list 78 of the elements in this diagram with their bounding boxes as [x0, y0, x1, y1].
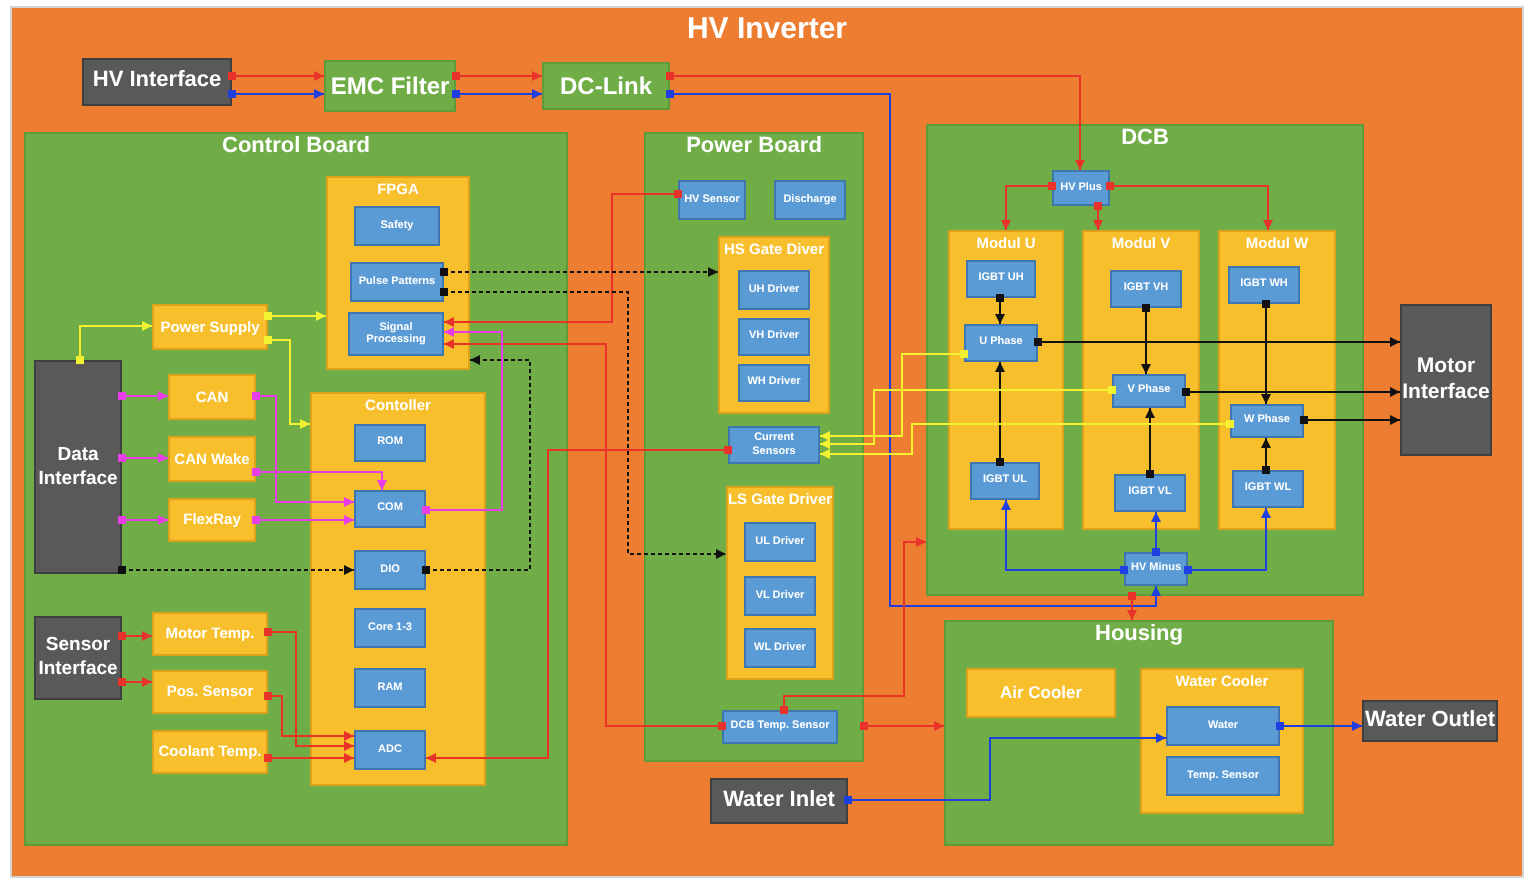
module-panel: [948, 230, 1064, 530]
arrow: [1261, 437, 1271, 474]
arrow: [264, 692, 355, 741]
panel-title: HV Inverter: [686, 14, 848, 44]
arrow: [1001, 499, 1128, 574]
board-panel: [944, 620, 1334, 846]
arrow: [452, 71, 543, 81]
arrow: [860, 721, 945, 731]
arrow: [443, 190, 682, 327]
arrow: [1184, 507, 1271, 574]
arrow: [1261, 300, 1271, 405]
board-panel: [926, 124, 1364, 596]
arrow: [995, 294, 1005, 325]
arrow: [1141, 304, 1151, 375]
panel-title: Housing: [1095, 624, 1183, 646]
arrow: [228, 71, 325, 81]
arrow: [1145, 407, 1155, 478]
board-panel: [24, 132, 568, 846]
arrow: [666, 72, 1085, 171]
arrow: [118, 631, 153, 641]
arrow: [264, 753, 355, 763]
module-panel: [310, 392, 486, 786]
dashed-arrow: [118, 565, 355, 575]
arrow: [1034, 337, 1401, 347]
arrow: [1151, 511, 1161, 556]
arrow: [228, 89, 325, 99]
module-panel: [726, 486, 834, 680]
arrow: [995, 361, 1005, 466]
board-panel: [644, 132, 864, 762]
arrow: [819, 350, 968, 441]
arrow: [1093, 202, 1103, 231]
arrow: [1127, 592, 1137, 621]
arrow: [264, 336, 311, 429]
arrow: [118, 453, 169, 463]
arrow: [443, 339, 726, 730]
arrow: [264, 311, 327, 321]
arrow: [780, 537, 927, 714]
arrow: [118, 677, 153, 687]
arrow: [252, 515, 355, 525]
arrow: [452, 89, 543, 99]
arrow: [422, 327, 503, 514]
dashed-arrow: [440, 267, 719, 277]
panel-title: DCB: [1121, 128, 1169, 150]
arrow: [666, 90, 1161, 607]
function-block: EMC Filter: [324, 60, 456, 112]
enclosure-frame: [10, 6, 1524, 878]
interface-box: Water Inlet: [710, 778, 848, 824]
arrow: [252, 468, 387, 491]
interface-box: HV Interface: [82, 58, 232, 106]
arrow: [819, 420, 1234, 459]
module-panel: [718, 236, 830, 414]
function-block: DC-Link: [542, 62, 670, 110]
arrow: [1001, 182, 1056, 231]
arrow: [252, 392, 355, 507]
dashed-arrow: [422, 355, 531, 574]
interface-box: Sensor Interface: [34, 616, 122, 700]
arrow: [76, 321, 153, 364]
arrow: [425, 446, 732, 763]
panel-title: Power Board: [686, 136, 822, 158]
arrow: [118, 391, 169, 401]
dashed-arrow: [440, 288, 727, 559]
panel-title: Control Board: [222, 136, 370, 158]
arrow: [1106, 182, 1273, 231]
arrow: [1300, 415, 1401, 425]
arrow: [118, 515, 169, 525]
interface-box: Water Outlet: [1362, 700, 1498, 742]
arrow: [1276, 721, 1363, 731]
module-panel: [1140, 668, 1304, 814]
interface-box: Data Interface: [34, 360, 122, 574]
arrow: [264, 628, 355, 751]
interface-box: Motor Interface: [1400, 304, 1492, 456]
arrow: [819, 386, 1116, 449]
module-panel: [1218, 230, 1336, 530]
module-panel: [326, 176, 470, 370]
arrow: [844, 733, 1167, 804]
arrow: [1182, 387, 1401, 397]
module-panel: [1082, 230, 1200, 530]
function-block: Air Cooler: [966, 668, 1116, 718]
